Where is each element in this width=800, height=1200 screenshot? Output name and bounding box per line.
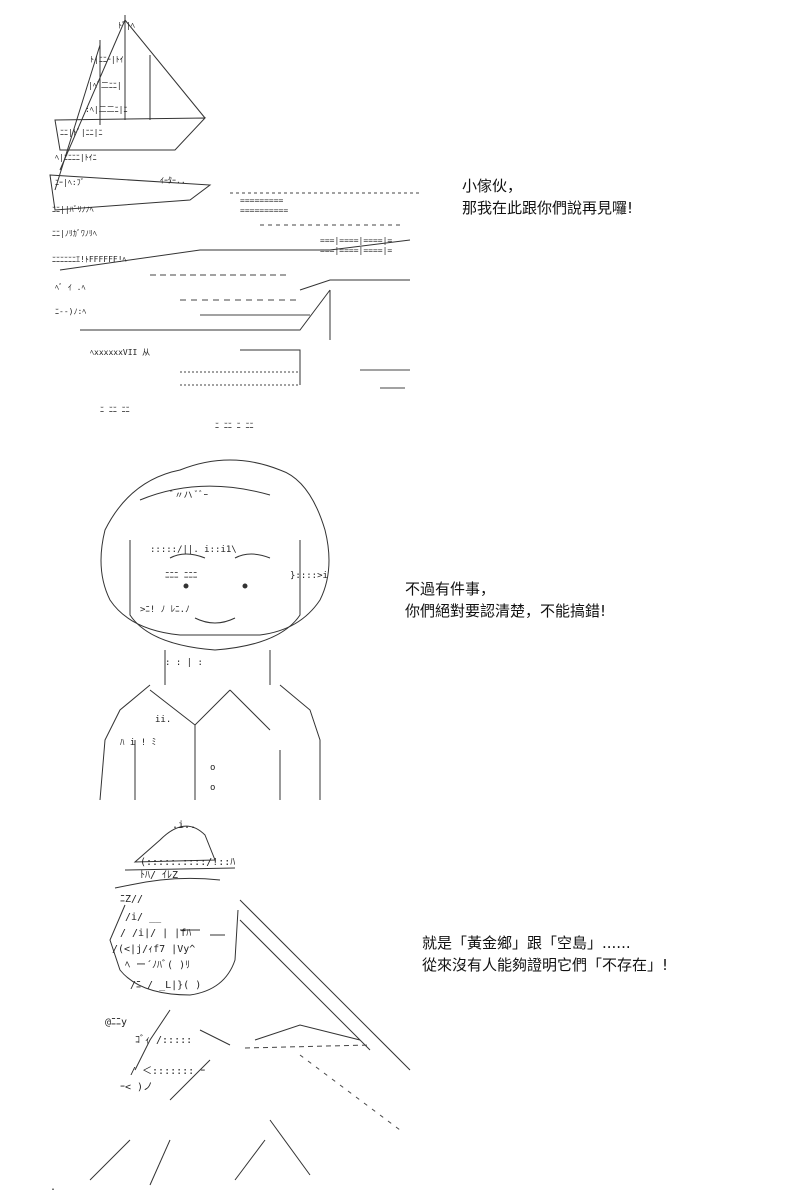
svg-text:ii.: ii.	[155, 715, 171, 725]
svg-text:ﾆ ﾆﾆ ﾆﾆ: ﾆ ﾆﾆ ﾆﾆ	[100, 405, 130, 414]
speech-line: 你們絕對要認清楚，不能搞錯!	[405, 602, 607, 620]
svg-text:>ﾆ! ﾉ ﾚﾆ.ﾉ: >ﾆ! ﾉ ﾚﾆ.ﾉ	[140, 605, 190, 615]
svg-text:o: o	[210, 783, 215, 793]
svg-text:ﾍ ー´ﾉﾊﾞ( )ﾘ: ﾍ ー´ﾉﾊﾞ( )ﾘ	[125, 959, 190, 971]
svg-text:/ﾆ / _L|}( ): /ﾆ / _L|}( )	[130, 980, 201, 991]
pointing-character-ascii-art: .i.. (:::::.::::/!::ﾊ ﾄﾊ/ ｲﾚZ ﾆZ// /i/ _…	[50, 820, 411, 1193]
svg-text:ﾆﾆ|ﾉﾘｶﾞﾜﾉﾘﾍ: ﾆﾆ|ﾉﾘｶﾞﾜﾉﾘﾍ	[52, 229, 97, 238]
svg-text:===|====|====|=: ===|====|====|=	[320, 236, 392, 245]
speech-text: 小傢伙， 那我在此跟你們說再見囉!	[462, 175, 633, 219]
svg-text:ﾄﾊ/ ｲﾚZ: ﾄﾊ/ ｲﾚZ	[140, 870, 178, 881]
svg-text:|ﾍﾞ二ﾆﾆ|: |ﾍﾞ二ﾆﾆ|	[88, 81, 122, 90]
svg-text:ﾆ--)ﾉ:ﾍ: ﾆ--)ﾉ:ﾍ	[55, 307, 86, 316]
svg-text:/(<|j/ｨf7 |Vy^: /(<|j/ｨf7 |Vy^	[112, 944, 195, 955]
svg-text:ﾞ〃ハ ﾞﾞｰ: ﾞ〃ハ ﾞﾞｰ	[170, 490, 209, 501]
svg-text::ﾍ|二二ﾆ|ﾆ: :ﾍ|二二ﾆ|ﾆ	[85, 105, 127, 114]
character-portrait-ascii-art: ﾞ〃ハ ﾞﾞｰ :::::/||. i::i1\ ﾆﾆﾆ ﾆﾆﾆ }::::>i…	[99, 459, 330, 801]
svg-text:/ /i|/ | |fﾊ: / /i|/ | |fﾊ	[120, 928, 191, 939]
svg-text:ﾆﾆ|ﾄﾞ|ﾆﾆ|ﾆ: ﾆﾆ|ﾄﾞ|ﾆﾆ|ﾆ	[60, 128, 102, 137]
svg-text:@ﾆﾆy: @ﾆﾆy	[105, 1017, 127, 1028]
svg-text:/i/ __: /i/ __	[125, 912, 162, 923]
svg-text:.: .	[50, 1182, 56, 1193]
svg-text:===|====|====|=: ===|====|====|=	[320, 246, 392, 255]
svg-text:}::::>i: }::::>i	[290, 571, 328, 581]
svg-text:.i..: .i..	[172, 820, 196, 831]
svg-text:(:::::.::::/!::ﾊ: (:::::.::::/!::ﾊ	[140, 857, 235, 868]
svg-text:ｰ< )ノ: ｰ< )ノ	[120, 1082, 153, 1093]
speech-line: 就是「黃金鄉」跟「空島」......	[422, 934, 631, 952]
speech-line: 那我在此跟你們說再見囉!	[462, 199, 634, 217]
speech-text: 就是「黃金鄉」跟「空島」...... 從來沒有人能夠證明它們「不存在」!	[422, 932, 668, 976]
speech-line: 不過有件事，	[405, 580, 496, 598]
panel-character-warning: ﾞ〃ハ ﾞﾞｰ :::::/||. i::i1\ ﾆﾆﾆ ﾆﾆﾆ }::::>i…	[0, 440, 800, 810]
svg-text:/ ＜::::::: ｰ: / ＜::::::: ｰ	[130, 1066, 205, 1077]
panel-character-declaration: .i.. (:::::.::::/!::ﾊ ﾄﾊ/ ｲﾚZ ﾆZ// /i/ _…	[0, 810, 800, 1200]
svg-text:ﾄ|ﾆﾆｰ|ﾄｲ: ﾄ|ﾆﾆｰ|ﾄｲ	[90, 55, 124, 64]
speech-text: 不過有件事， 你們絕對要認清楚，不能搞錯!	[405, 578, 606, 622]
speech-line: 小傢伙，	[462, 177, 523, 195]
svg-text:ｲｰﾀｰ..: ｲｰﾀｰ..	[160, 176, 186, 185]
svg-text:ﾍ|ﾆﾆﾆﾆ|ﾄｲﾆ: ﾍ|ﾆﾆﾆﾆ|ﾄｲﾆ	[55, 153, 97, 162]
svg-text:==========: ==========	[240, 206, 288, 215]
svg-text:ﾆﾆ||ﾊﾞﾘﾉﾉﾍ: ﾆﾆ||ﾊﾞﾘﾉﾉﾍ	[52, 205, 94, 214]
svg-text:ﾆﾆﾆﾆﾆﾆｴ!ﾄFFFFFF!ﾍ: ﾆﾆﾆﾆﾆﾆｴ!ﾄFFFFFF!ﾍ	[52, 255, 127, 264]
svg-text:=========: =========	[240, 196, 284, 205]
ship-harbor-ascii-art: ﾄﾞ|ﾍ ﾄ|ﾆﾆｰ|ﾄｲ |ﾍﾞ二ﾆﾆ| :ﾍ|二二ﾆ|ﾆ ﾆﾆ|ﾄﾞ|ﾆﾆ|…	[49, 15, 420, 430]
speech-line: 從來沒有人能夠證明它們「不存在」!	[422, 956, 669, 974]
panel-ship-farewell: ﾄﾞ|ﾍ ﾄ|ﾆﾆｰ|ﾄｲ |ﾍﾞ二ﾆﾆ| :ﾍ|二二ﾆ|ﾆ ﾆﾆ|ﾄﾞ|ﾆﾆ|…	[0, 0, 800, 440]
svg-text:ﾍﾞ ｲ .ﾍ: ﾍﾞ ｲ .ﾍ	[55, 283, 85, 292]
svg-text:ﾆZ//: ﾆZ//	[120, 894, 143, 905]
svg-text:ﾊ i ! ﾐ: ﾊ i ! ﾐ	[120, 738, 156, 748]
svg-text:o: o	[210, 763, 215, 773]
svg-text:ﾆﾆﾆ ﾆﾆﾆ: ﾆﾆﾆ ﾆﾆﾆ	[165, 571, 198, 581]
svg-text:ﾍxxxxxxVII 从: ﾍxxxxxxVII 从	[90, 348, 150, 357]
svg-text:ﾄﾞ|ﾍ: ﾄﾞ|ﾍ	[118, 21, 135, 30]
svg-text:ｺﾞｨ /:::::: ｺﾞｨ /:::::	[135, 1034, 192, 1046]
svg-text:: : | :: : : | :	[165, 658, 203, 668]
svg-text:ﾆｰ|ﾍ:ﾌﾞ: ﾆｰ|ﾍ:ﾌﾞ	[55, 178, 85, 187]
svg-text::::::/||. i::i1\: :::::/||. i::i1\	[150, 545, 237, 555]
svg-text:ﾆ ﾆﾆ ﾆ ﾆﾆ: ﾆ ﾆﾆ ﾆ ﾆﾆ	[215, 421, 253, 430]
